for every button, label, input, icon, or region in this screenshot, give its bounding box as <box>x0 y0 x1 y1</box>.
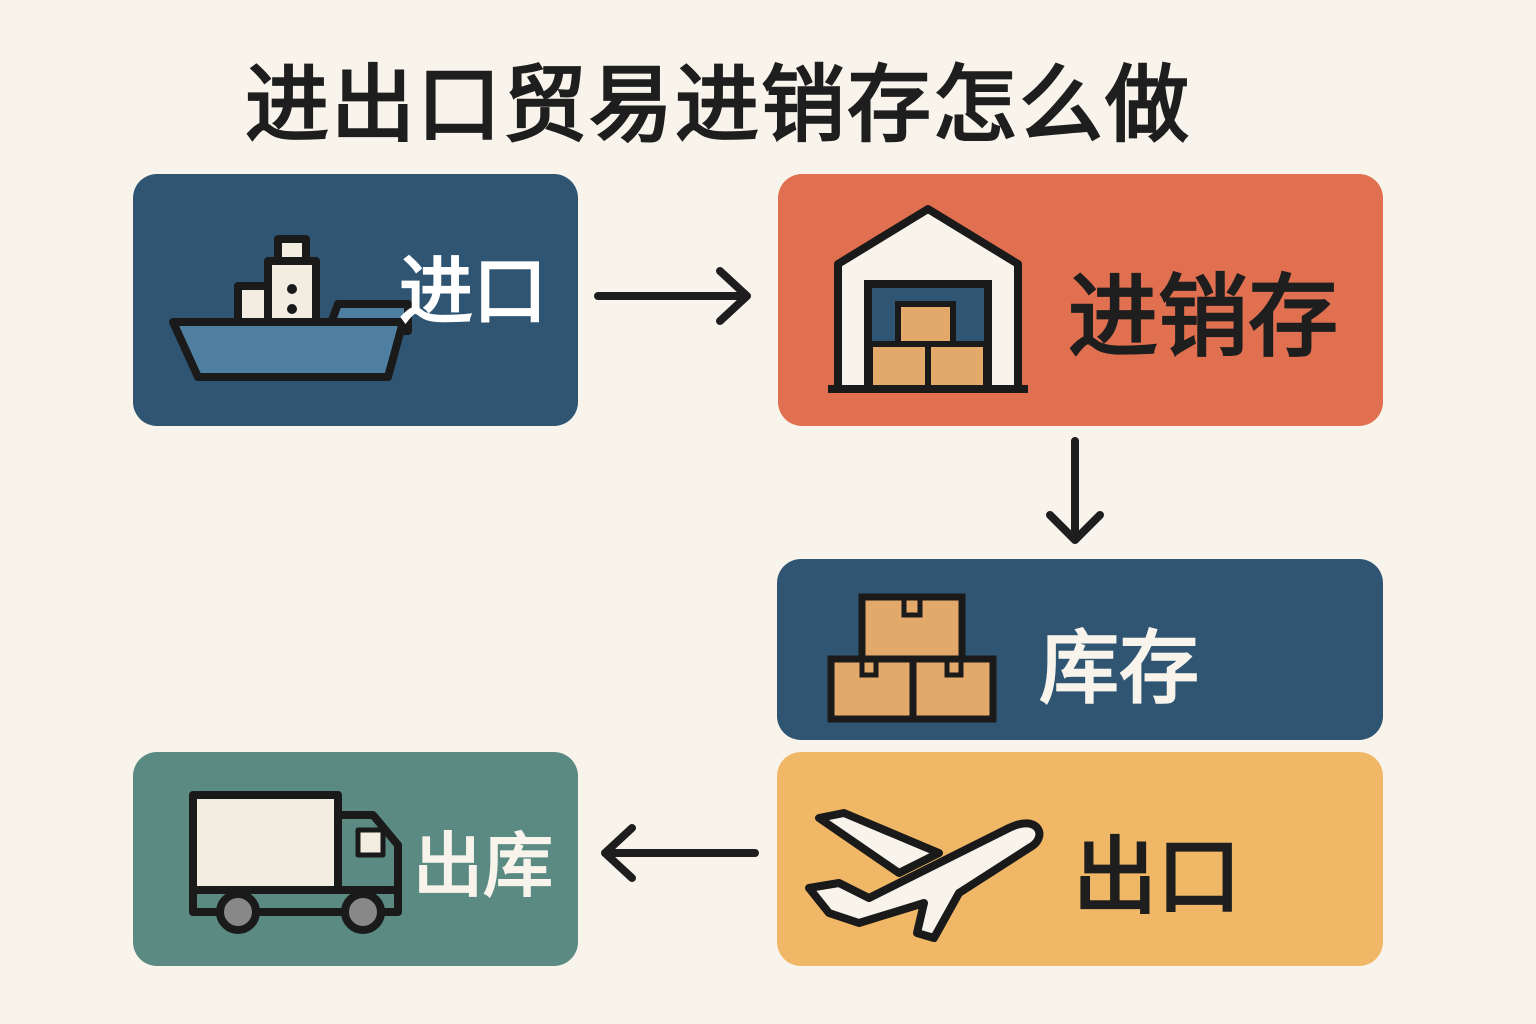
arrow-left-icon <box>601 824 759 882</box>
step-label: 出口 <box>1073 828 1242 926</box>
truck-icon <box>189 791 402 934</box>
airplane-icon <box>805 809 1044 942</box>
step-label: 出库 <box>413 825 553 907</box>
step-label: 库存 <box>1039 622 1199 715</box>
boxes-icon <box>827 593 997 723</box>
warehouse-icon <box>828 205 1028 393</box>
arrow-down-icon <box>1046 437 1104 544</box>
arrow-right-icon <box>594 267 751 325</box>
step-label: 进销存 <box>1068 265 1338 370</box>
step-outbound: 出库 <box>133 752 578 966</box>
step-stock: 库存 <box>777 559 1383 740</box>
step-import: 进口 <box>133 174 578 426</box>
page-title: 进出口贸易进销存怎么做 <box>245 56 1192 154</box>
ship-icon <box>169 235 412 381</box>
step-label: 进口 <box>399 249 547 335</box>
step-export: 出口 <box>777 752 1383 966</box>
step-inventory-management: 进销存 <box>778 174 1383 426</box>
